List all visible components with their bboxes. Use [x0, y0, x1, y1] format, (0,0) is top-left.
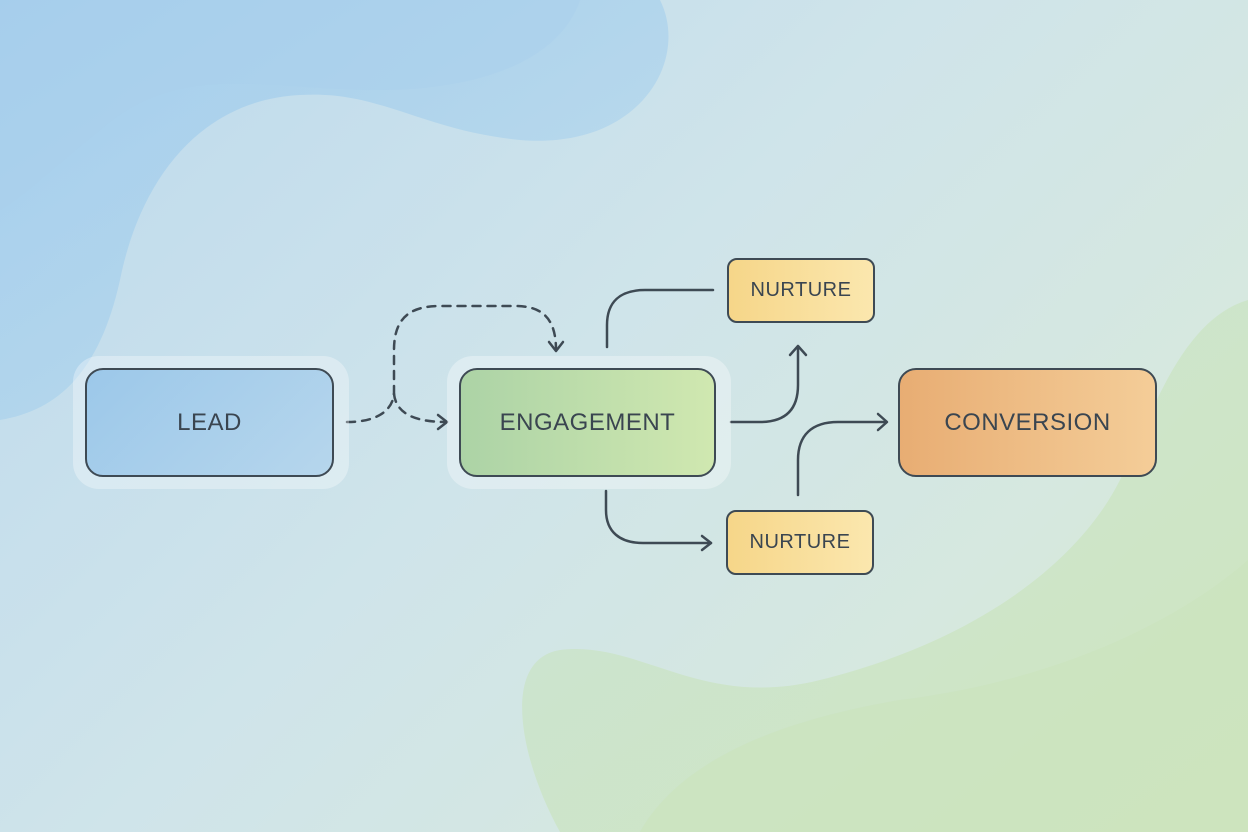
engagement-node[interactable]: ENGAGEMENT — [459, 368, 716, 477]
engagement-label: ENGAGEMENT — [499, 408, 676, 436]
connector-engagement-nurture-bottom — [604, 489, 713, 552]
blob-top-left — [0, 0, 669, 420]
blob-bottom-right-inner — [640, 560, 1248, 832]
blob-top-left-inner — [0, 0, 580, 210]
lead-node[interactable]: LEAD — [85, 368, 334, 477]
connector-engagement-nurture-top-curve — [729, 344, 808, 424]
dashed-connector-lead-engagement — [345, 392, 449, 431]
connector-nurture-conversion — [796, 412, 889, 497]
conversion-label: CONVERSION — [944, 408, 1111, 436]
conversion-node[interactable]: CONVERSION — [898, 368, 1157, 477]
nurture-top-label: NURTURE — [750, 279, 852, 301]
dashed-loop-connector — [392, 304, 565, 396]
nurture-bottom-label: NURTURE — [749, 531, 851, 553]
nurture-bottom-node[interactable]: NURTURE — [726, 510, 874, 575]
lead-label: LEAD — [177, 408, 242, 436]
connector-engagement-top-nurture — [605, 288, 715, 349]
nurture-top-node[interactable]: NURTURE — [727, 258, 875, 323]
